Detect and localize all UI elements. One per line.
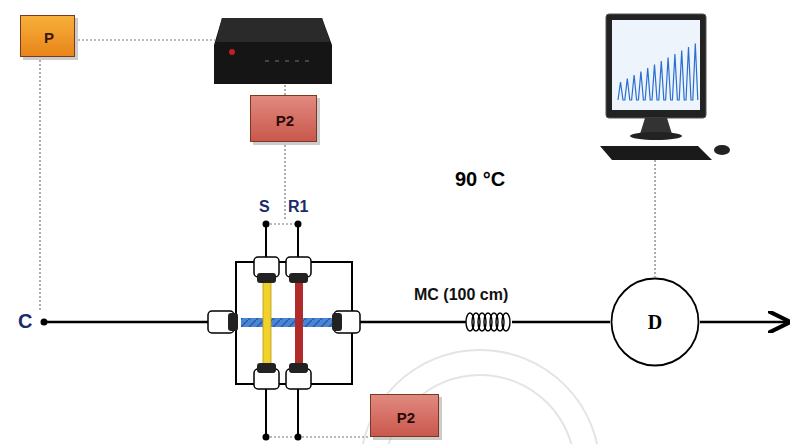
mixing-coil: [466, 313, 510, 331]
carrier-label: C: [18, 310, 32, 333]
pump-device: [214, 18, 332, 84]
node-label: D: [648, 311, 662, 334]
detector-circle: D: [610, 277, 700, 367]
pump-box: P2: [250, 95, 320, 145]
pump-box: P: [20, 15, 78, 60]
port-label: R1: [288, 198, 308, 216]
control-line: [40, 40, 655, 437]
temperature-label: 90 °C: [455, 168, 505, 191]
pump-box: P2: [370, 394, 442, 440]
node-label: P2: [276, 112, 294, 129]
injection-valve: [208, 221, 360, 441]
node-label: P: [44, 29, 54, 46]
coil-label: MC (100 cm): [414, 286, 508, 304]
watermark: [360, 350, 600, 444]
computer: [600, 14, 730, 160]
inlet-dot: [41, 319, 48, 326]
node-label: P2: [397, 409, 415, 426]
port-label: S: [259, 198, 270, 216]
